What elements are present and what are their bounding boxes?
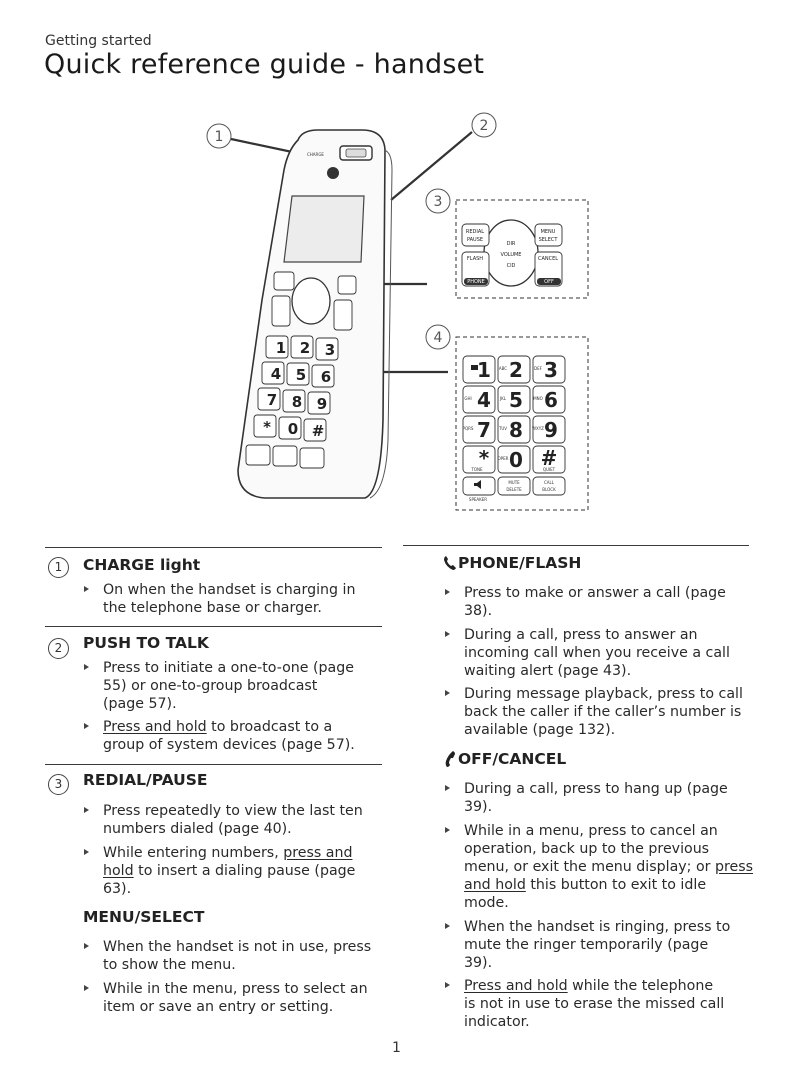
svg-text:JKL: JKL [499,396,507,401]
svg-text:6: 6 [544,388,558,412]
svg-text:DEF: DEF [534,366,543,371]
svg-text:CHARGE: CHARGE [307,152,324,157]
redial-pause-heading: REDIAL/PAUSE [83,771,208,789]
svg-text:2: 2 [300,339,310,357]
section-number-2: 2 [48,638,69,659]
svg-text:3: 3 [325,341,335,359]
callout-1: 1 [215,129,224,145]
callout-circle-2 [471,112,497,138]
svg-text:0: 0 [509,448,523,472]
callout-4: 4 [434,330,443,346]
svg-text:*: * [479,446,490,470]
svg-text:4: 4 [477,388,491,412]
svg-text:6: 6 [321,368,331,386]
callout-circle-3 [425,188,451,214]
svg-text:7: 7 [477,418,491,442]
charge-light-heading: CHARGE light [83,556,201,574]
handset-figure: 1 2 3 4 CHARGE [206,112,589,511]
svg-text:CALL: CALL [544,480,555,485]
svg-text:REDIAL: REDIAL [466,229,484,235]
svg-text:WXYZ: WXYZ [532,426,544,431]
svg-text:2: 2 [509,358,523,382]
svg-text:TUV: TUV [498,426,507,431]
svg-text:MUTE: MUTE [508,480,520,485]
svg-text:PHONE: PHONE [467,279,485,285]
svg-text:8: 8 [509,418,523,442]
svg-text:PAUSE: PAUSE [467,237,483,243]
leader-line-1 [230,137,298,155]
callout-3: 3 [434,194,443,210]
section-label: Getting started [45,33,152,49]
svg-text:3: 3 [544,358,558,382]
callout-circle-4 [425,324,451,350]
svg-text:5: 5 [296,366,306,384]
zoom-box-nav: REDIAL PAUSE MENU SELECT FLASH CANCEL DI… [455,199,589,299]
svg-text:8: 8 [292,393,302,411]
page-title: Quick reference guide - handset [44,49,485,80]
svg-text:TONE: TONE [470,467,483,472]
svg-text:DIR: DIR [507,241,516,247]
svg-text:OFF: OFF [544,279,554,285]
svg-text:ABC: ABC [499,366,507,371]
menu-select-heading: MENU/SELECT [83,908,205,926]
svg-text:CID: CID [507,263,516,269]
svg-text:5: 5 [509,388,523,412]
page-number: 1 [392,1040,401,1056]
svg-text:PQRS: PQRS [463,426,474,431]
svg-text:MNO: MNO [533,396,543,401]
svg-text:MENU: MENU [541,229,556,235]
svg-text:BLOCK: BLOCK [542,487,556,492]
off-cancel-heading: OFF/CANCEL [458,750,567,768]
svg-text:9: 9 [317,395,327,413]
svg-text:VOLUME: VOLUME [501,252,522,258]
svg-text:#: # [312,422,325,440]
svg-text:DELETE: DELETE [506,487,522,492]
svg-text:GHI: GHI [464,396,471,401]
svg-text:9: 9 [544,418,558,442]
svg-text:4: 4 [271,365,281,383]
section-number-1: 1 [48,557,69,578]
zoom-box-keypad: 1 2 3 4 5 6 7 8 9 * 0 # ABC DEF GHI JKL … [455,336,589,511]
svg-text:0: 0 [288,420,298,438]
svg-text:1: 1 [276,339,286,357]
svg-text:CANCEL: CANCEL [538,256,558,262]
phone-flash-heading: PHONE/FLASH [458,554,582,572]
svg-text:FLASH: FLASH [467,256,483,262]
svg-text:SPEAKER: SPEAKER [469,497,487,502]
svg-text:7: 7 [267,391,277,409]
svg-text:SELECT: SELECT [539,237,559,243]
hang-up-icon [445,751,455,767]
svg-text:#: # [541,446,558,470]
svg-text:QUIET: QUIET [543,467,556,472]
svg-text:OPER: OPER [498,456,509,461]
svg-text:1: 1 [477,358,491,382]
section-number-3: 3 [48,774,69,795]
leader-line-2 [390,131,473,201]
callout-2: 2 [480,118,489,134]
push-to-talk-heading: PUSH TO TALK [83,634,209,652]
svg-text:*: * [263,418,271,436]
phone-icon [444,556,456,570]
callout-circle-1 [206,123,232,149]
